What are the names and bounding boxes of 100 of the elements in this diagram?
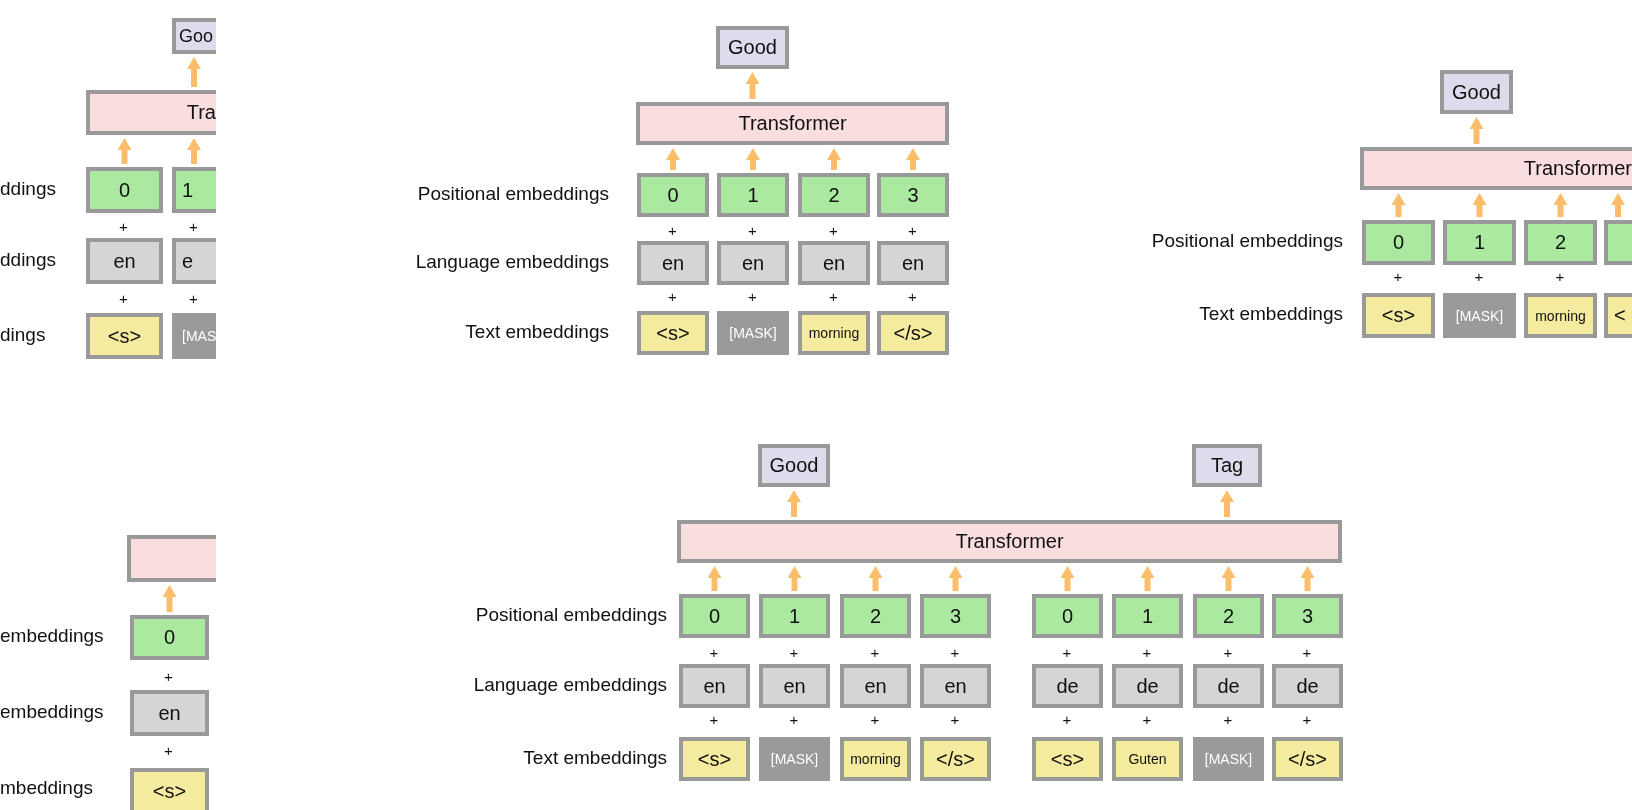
- arrow: [906, 148, 920, 170]
- row-label: Text embeddings: [1199, 303, 1343, 325]
- output-token-box: Tag: [1192, 444, 1262, 487]
- plus-sign: +: [908, 288, 917, 305]
- plus-sign: +: [164, 742, 173, 759]
- plus-sign: +: [1142, 711, 1152, 728]
- arrow: [1611, 193, 1625, 217]
- arrow: [707, 566, 722, 591]
- plus-sign: +: [789, 644, 799, 661]
- plus-sign: +: [189, 290, 198, 307]
- plus-sign: +: [870, 711, 880, 728]
- plus-sign: +: [908, 222, 917, 239]
- mask-token-box: [MASK]: [1193, 737, 1264, 781]
- positional-embedding-box: 0: [86, 167, 163, 213]
- plus-sign: +: [1474, 268, 1484, 285]
- arrow: [1391, 193, 1406, 217]
- output-token-box: Good: [1440, 70, 1513, 114]
- token-embedding-box: </s>: [1272, 737, 1343, 781]
- language-embedding-box: en: [86, 238, 163, 284]
- arrow: [1060, 566, 1075, 591]
- arrow: [787, 566, 802, 591]
- arrow: [1221, 566, 1236, 591]
- transformer-block: Transformer: [636, 102, 949, 145]
- positional-embedding-box: 1: [1443, 220, 1516, 265]
- token-embedding-box: <s>: [1362, 293, 1435, 338]
- plus-sign: +: [748, 288, 757, 305]
- language-embedding-box: en: [798, 241, 870, 285]
- language-embedding-box: en: [877, 241, 949, 285]
- plus-sign: +: [1223, 711, 1233, 728]
- token-embedding-box: Guten: [1112, 737, 1183, 781]
- language-embedding-box: en: [840, 664, 911, 708]
- token-embedding-box: morning: [1524, 293, 1597, 338]
- plus-sign: +: [709, 644, 719, 661]
- token-embedding-box: morning: [798, 311, 870, 355]
- arrow: [117, 138, 132, 164]
- positional-embedding-box: 1: [172, 167, 216, 213]
- plus-sign: +: [1302, 711, 1312, 728]
- arrow: [745, 72, 760, 99]
- row-label: Positional embeddings: [417, 183, 609, 205]
- positional-embedding-box: 3: [877, 173, 949, 217]
- language-embedding-box: en: [920, 664, 991, 708]
- plus-sign: +: [1223, 644, 1233, 661]
- arrow: [948, 566, 963, 591]
- plus-sign: +: [1302, 644, 1312, 661]
- arrow: [1140, 566, 1155, 591]
- output-token-box: Good: [758, 444, 830, 487]
- token-embedding-box: <s>: [637, 311, 709, 355]
- token-embedding-box: <: [1604, 293, 1632, 338]
- row-label: Positional embeddings: [475, 604, 667, 626]
- row-label: dings: [0, 324, 46, 346]
- positional-embedding-box: 0: [130, 615, 209, 660]
- plus-sign: +: [1142, 644, 1152, 661]
- transformer-block: Tra: [86, 90, 216, 135]
- row-label: mbeddings: [0, 777, 93, 799]
- positional-embedding-box: 2: [1193, 594, 1264, 638]
- arrow: [187, 138, 201, 164]
- positional-embedding-box: 0: [679, 594, 750, 638]
- arrow: [1220, 490, 1234, 517]
- plus-sign: +: [1555, 268, 1565, 285]
- language-embedding-box: en: [679, 664, 750, 708]
- plus-sign: +: [1062, 711, 1072, 728]
- plus-sign: +: [789, 711, 799, 728]
- token-embedding-box: </s>: [920, 737, 991, 781]
- plus-sign: +: [1062, 644, 1072, 661]
- positional-embedding-box: 3: [1272, 594, 1343, 638]
- token-embedding-box: morning: [840, 737, 911, 781]
- mask-token-box: [MASK]: [759, 737, 830, 781]
- positional-embedding-box: 3: [920, 594, 991, 638]
- arrow: [1472, 193, 1487, 217]
- arrow: [1469, 117, 1484, 144]
- language-embedding-box: en: [130, 690, 209, 736]
- language-embedding-box: de: [1112, 664, 1183, 708]
- token-embedding-box: <s>: [130, 768, 209, 810]
- language-embedding-box: en: [759, 664, 830, 708]
- plus-sign: +: [668, 222, 677, 239]
- arrow: [162, 585, 177, 612]
- arrow: [868, 566, 883, 591]
- mask-token-box: [MAS: [172, 313, 216, 359]
- plus-sign: +: [950, 711, 960, 728]
- language-embedding-box: e: [172, 238, 216, 284]
- positional-embedding-box: [1604, 220, 1632, 265]
- plus-sign: +: [1393, 268, 1403, 285]
- plus-sign: +: [668, 288, 677, 305]
- plus-sign: +: [950, 644, 960, 661]
- row-label: ddings: [0, 178, 56, 200]
- transformer-block: Transformer: [1360, 147, 1632, 190]
- row-label: Language embeddings: [473, 674, 667, 696]
- row-label: Positional embeddings: [1151, 230, 1343, 252]
- mask-token-box: [MASK]: [717, 311, 789, 355]
- positional-embedding-box: 0: [1032, 594, 1103, 638]
- output-token-box: Good: [716, 26, 789, 69]
- plus-sign: +: [829, 222, 838, 239]
- arrow: [666, 148, 680, 170]
- output-token-box: Goo: [172, 18, 216, 54]
- arrow: [187, 57, 201, 87]
- positional-embedding-box: 0: [637, 173, 709, 217]
- transformer-block: [127, 535, 216, 582]
- token-embedding-box: <s>: [679, 737, 750, 781]
- plus-sign: +: [119, 218, 128, 235]
- row-label: ddings: [0, 249, 56, 271]
